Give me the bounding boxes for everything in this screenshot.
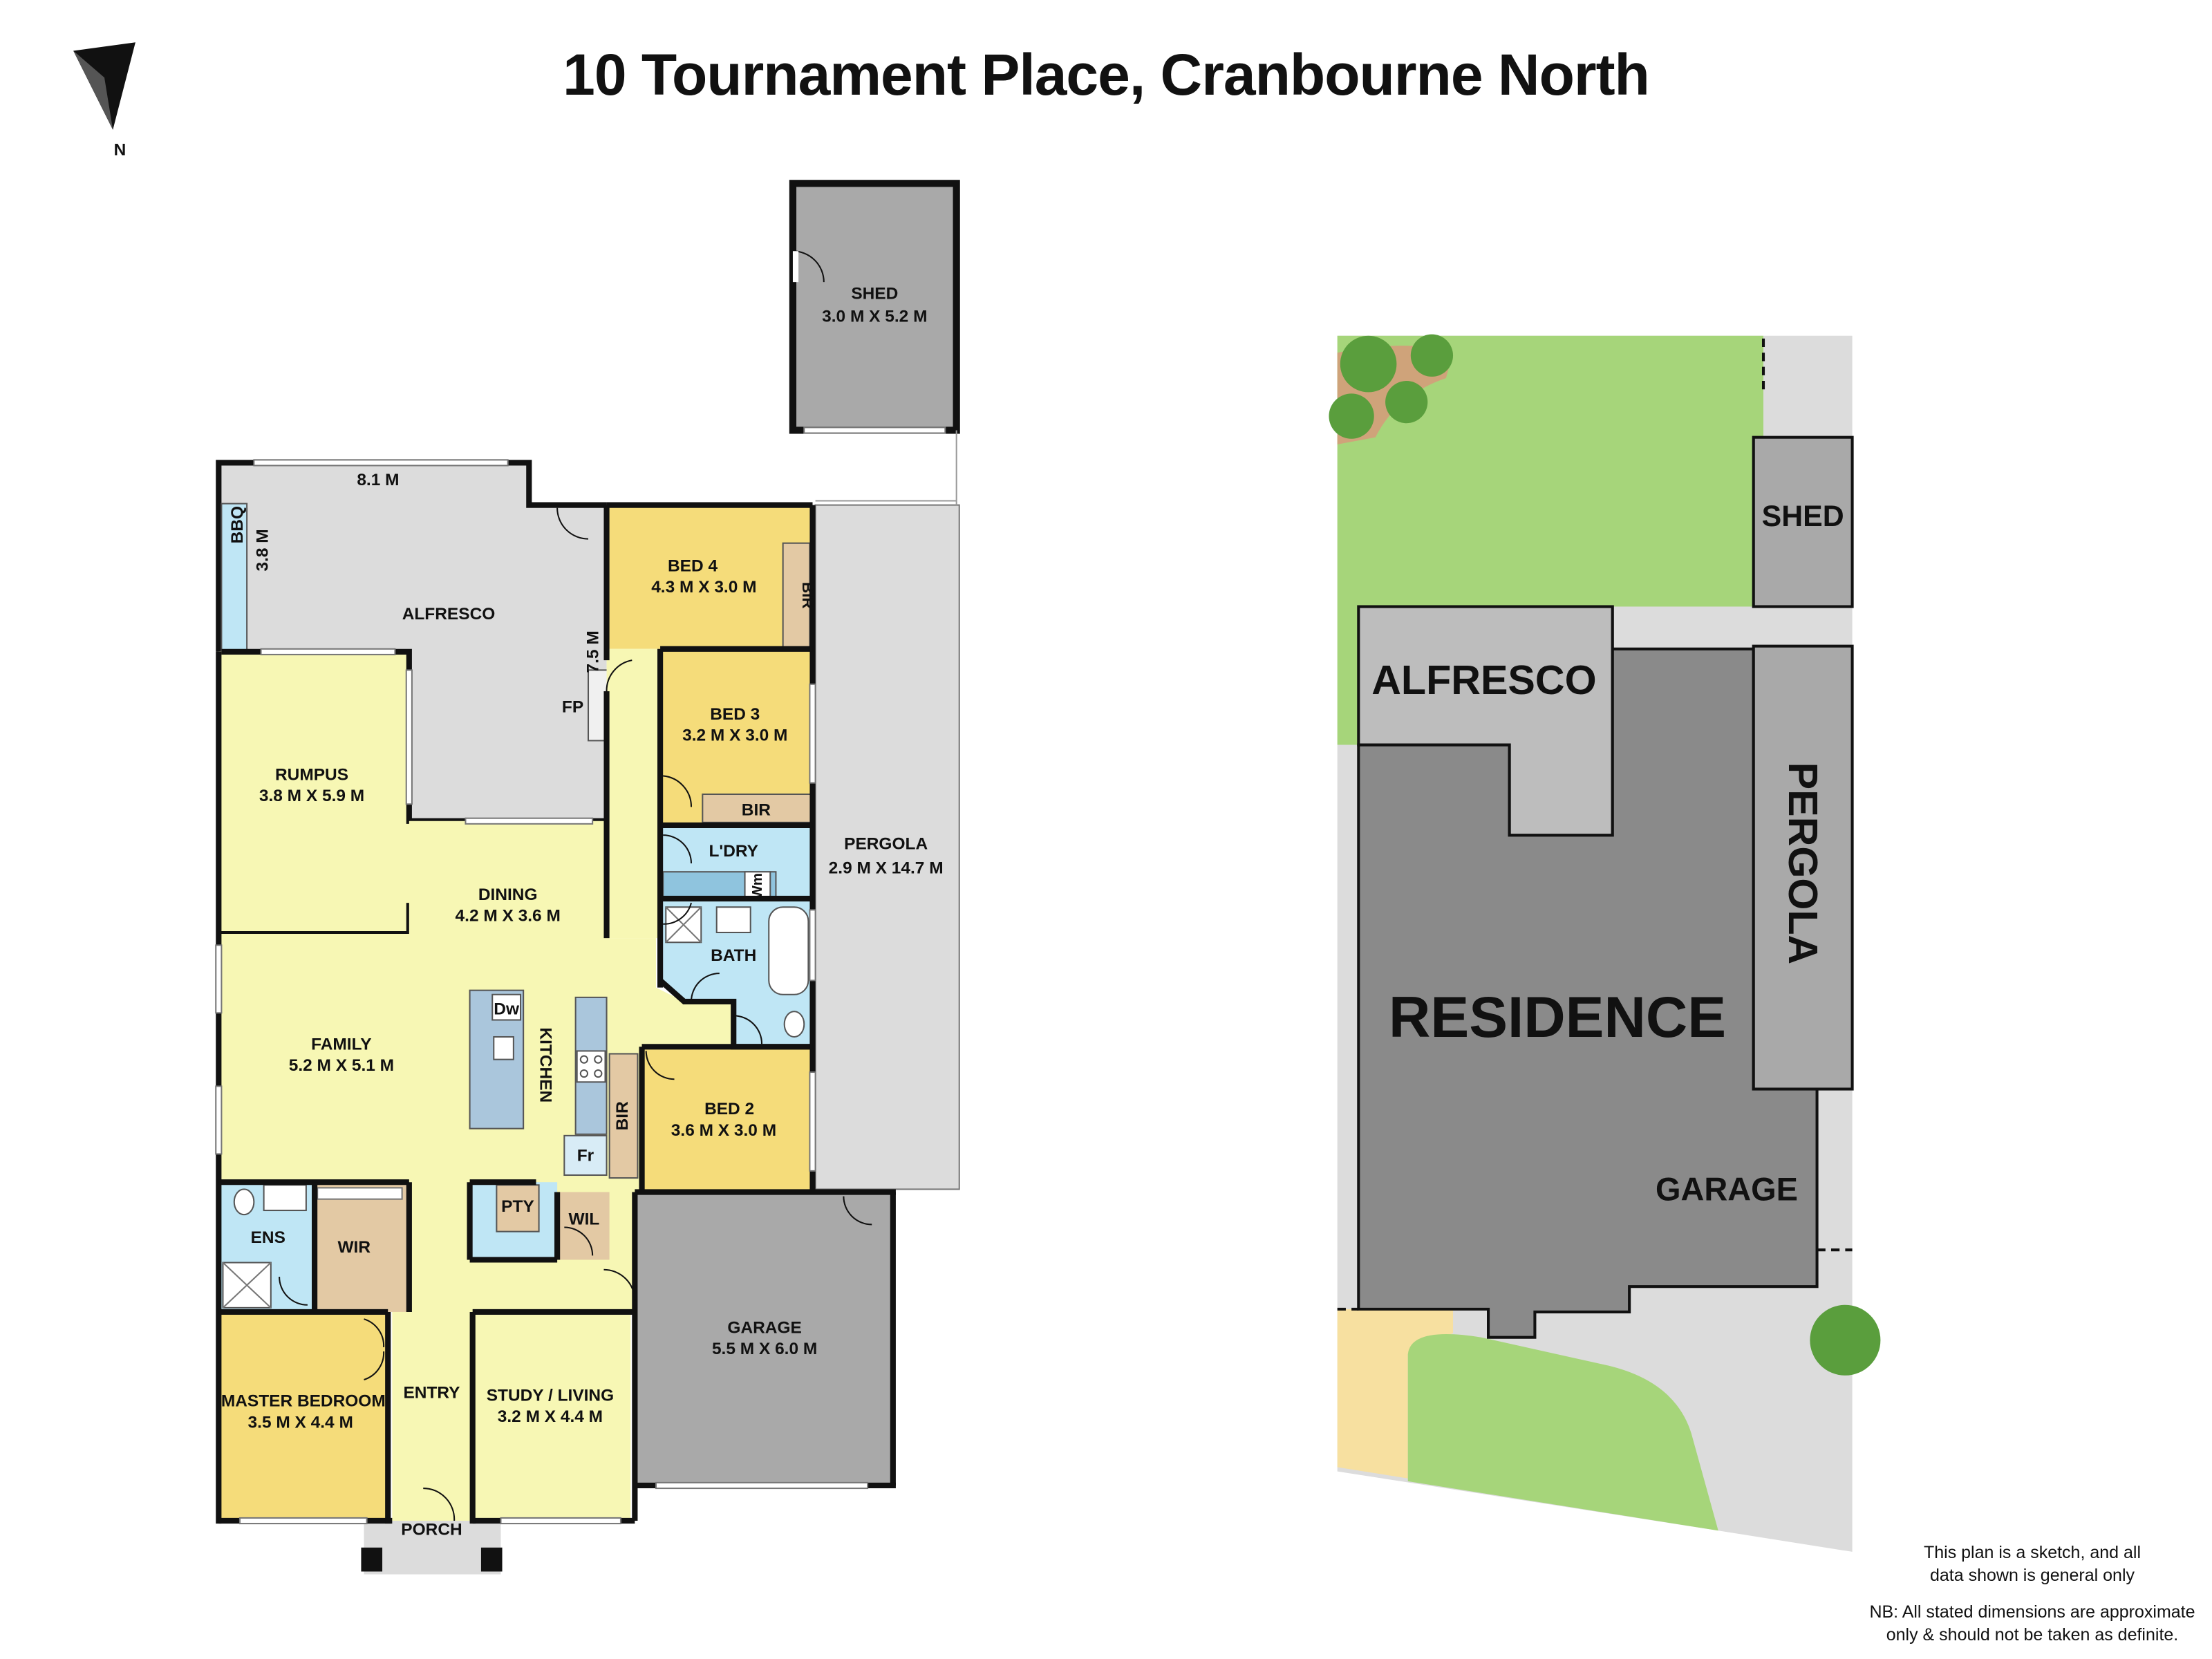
toilet [783, 1011, 805, 1038]
washing-machine [744, 871, 771, 898]
garage-room [635, 1192, 893, 1485]
bed4-room [606, 505, 813, 649]
pergola-dims: 2.9 M X 14.7 M [829, 859, 944, 877]
shed-label: SHED [851, 285, 898, 303]
entry-label: ENTRY [403, 1383, 460, 1402]
study-label: STUDY / LIVING [487, 1387, 614, 1405]
site-shed [1752, 435, 1854, 608]
bed4-label: BED 4 [668, 557, 718, 576]
cooktop [576, 1050, 606, 1083]
north-label: N [114, 140, 126, 159]
bed4-robe-label: BIR [799, 582, 816, 609]
tree-icon [1329, 334, 1454, 439]
site-residence-label: RESIDENCE [1389, 984, 1726, 1049]
rumpus-room [218, 651, 409, 935]
ensuite-label: ENS [251, 1228, 285, 1247]
rear-lawn [1337, 335, 1764, 745]
site-alfresco-label: ALFRESCO [1371, 657, 1596, 703]
front-lawn [1407, 1334, 1718, 1531]
master-bedroom-label: MASTER BEDROOM [221, 1392, 386, 1411]
porch-label: PORCH [401, 1520, 462, 1539]
floor-plan-labels: SHED 3.0 M X 5.2 M 8.1 M ALFRESCO 3.8 M … [221, 285, 944, 1539]
windows [215, 427, 946, 1525]
master-bedroom [218, 1311, 388, 1521]
sink [493, 1035, 514, 1060]
fridge-space [563, 1134, 608, 1177]
disclaimer-line-2: data shown is general only [1929, 1566, 2135, 1585]
family-living-area [218, 821, 734, 1524]
site-garage-label: GARAGE [1656, 1172, 1798, 1208]
bbq-label: BBQ [228, 506, 247, 543]
garage-label: GARAGE [727, 1319, 801, 1338]
bed3-robe-label: BIR [742, 801, 771, 820]
ensuite-vanity [263, 1184, 307, 1212]
family-dims: 5.2 M X 5.1 M [289, 1056, 394, 1075]
laundry-label: L'DRY [709, 842, 758, 861]
pantry-label: PTY [501, 1197, 534, 1216]
page-title: 10 Tournament Place, Cranbourne North [563, 42, 1650, 107]
bath-label: BATH [711, 946, 756, 965]
wir-label: WIR [337, 1238, 371, 1257]
bed3-dims: 3.2 M X 3.0 M [682, 726, 787, 744]
fireplace-label: FP [562, 698, 583, 717]
bed2-robe-label: BIR [613, 1101, 632, 1130]
front-tree-icon [1810, 1304, 1881, 1376]
site-alfresco [1357, 605, 1614, 837]
bed2-dims: 3.6 M X 3.0 M [671, 1121, 776, 1140]
disclaimer-line-4: only & should not be taken as definite. [1886, 1625, 2179, 1644]
ensuite-toilet [233, 1188, 255, 1216]
alfresco-area [218, 462, 607, 821]
bed2-label: BED 2 [704, 1100, 754, 1118]
alfresco-width-label: 8.1 M [357, 471, 399, 489]
bed2-robe [608, 1053, 639, 1179]
north-arrow-icon [73, 42, 135, 130]
disclaimer-line-1: This plan is a sketch, and all [1923, 1543, 2141, 1562]
site-plan: SHED ALFRESCO PERGOLA RESIDENCE GARAGE [1329, 334, 1881, 1552]
kitchen-label: KITCHEN [536, 1027, 555, 1103]
front-path [1337, 1309, 1454, 1479]
walk-in-linen [557, 1192, 610, 1260]
alfresco-side-label: 7.5 M [583, 630, 602, 673]
shed-dims: 3.0 M X 5.2 M [822, 307, 927, 326]
garage-dims: 5.5 M X 6.0 M [712, 1340, 817, 1358]
site-pergola [1752, 644, 1854, 1091]
vanity-basin [715, 906, 751, 933]
dining-label: DINING [478, 885, 538, 904]
master-bedroom-dims: 3.5 M X 4.4 M [248, 1413, 353, 1432]
site-shed-label: SHED [1762, 500, 1844, 533]
site-pergola-label: PERGOLA [1780, 762, 1826, 965]
alfresco-depth-label: 3.8 M [254, 529, 272, 571]
dishwasher-label: Dw [494, 1000, 520, 1018]
study-dims: 3.2 M X 4.4 M [498, 1407, 603, 1426]
door-swing [556, 507, 589, 540]
washing-machine-label: Wm [750, 873, 765, 899]
walk-in-linen-label: WIL [568, 1210, 599, 1228]
fridge-label: Fr [577, 1147, 594, 1165]
dining-dims: 4.2 M X 3.6 M [456, 907, 561, 926]
study-living-room [472, 1311, 631, 1521]
bathtub [768, 906, 809, 995]
shed-room [789, 180, 960, 434]
rumpus-dims: 3.8 M X 5.9 M [259, 787, 364, 805]
family-label: FAMILY [311, 1035, 371, 1053]
dishwasher [491, 993, 522, 1021]
alfresco-label: ALFRESCO [402, 605, 496, 624]
bed3-label: BED 3 [710, 705, 760, 724]
disclaimer-line-3: NB: All stated dimensions are approximat… [1869, 1602, 2195, 1622]
walls [216, 502, 896, 1524]
bed2-room [641, 1047, 813, 1192]
door-swings [279, 659, 872, 1521]
porch-area [364, 1521, 501, 1575]
pergola-label: PERGOLA [844, 835, 928, 854]
bed4-dims: 4.3 M X 3.0 M [651, 578, 756, 597]
rumpus-label: RUMPUS [275, 766, 348, 785]
pergola-area [814, 504, 960, 1190]
walk-in-robe [315, 1182, 409, 1312]
